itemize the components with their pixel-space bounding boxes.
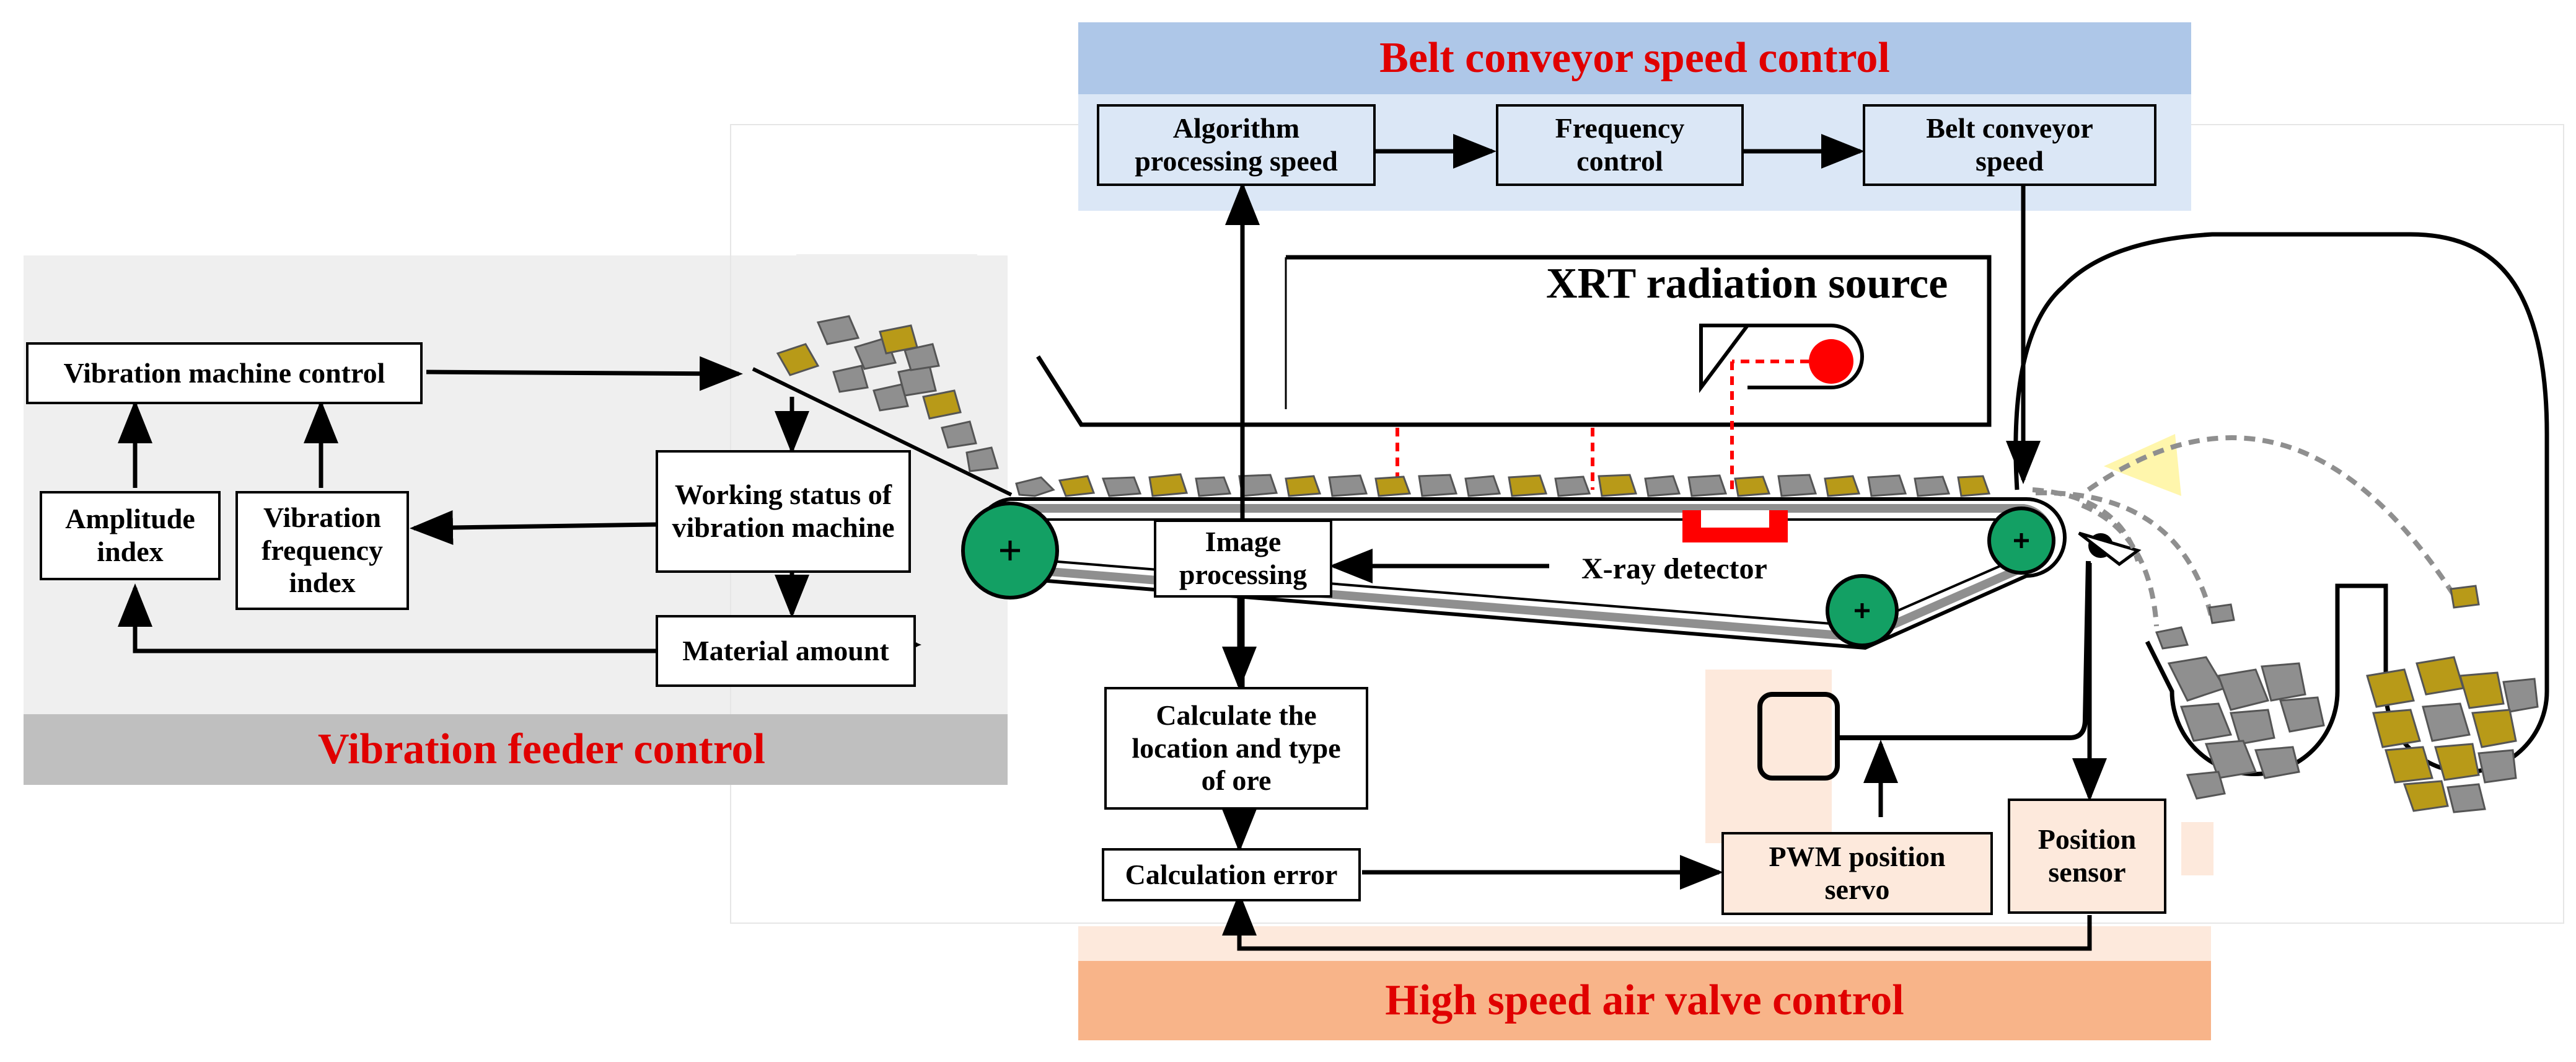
detector-icon — [1682, 510, 1788, 542]
sensor-highlight — [2181, 822, 2213, 875]
radiation-source-icon — [1699, 324, 1864, 490]
air-valve-title: High speed air valve control — [1385, 976, 1904, 1024]
algorithm-speed-box: Algorithm processing speed — [1097, 104, 1376, 186]
xrt-source-label: XRT radiation source — [1546, 260, 1948, 308]
amplitude-index-box: Amplitude index — [40, 491, 221, 580]
belt-speed-box: Belt conveyor speed — [1863, 104, 2156, 186]
servo-highlight — [1705, 670, 1832, 843]
position-sensor-box: Position sensor — [2008, 799, 2166, 914]
calculate-location-box: Calculate the location and type of ore — [1104, 687, 1368, 810]
xrt-housing — [1036, 255, 1992, 427]
roller-plus-marks — [1000, 533, 2029, 618]
servo-actuator — [1757, 560, 2091, 781]
ore-in-bins — [2155, 585, 2539, 813]
conveyor-belt — [973, 497, 2067, 650]
belt-conveyor-title-band — [1078, 22, 2191, 94]
belt-conveyor-title: Belt conveyor speed control — [1379, 34, 1890, 82]
vibration-machine-control-box: Vibration machine control — [26, 342, 423, 404]
flow-arrows — [118, 134, 2107, 951]
pwm-servo-box: PWM position servo — [1721, 832, 1993, 915]
image-processing-box: Image processing — [1154, 520, 1332, 598]
air-valve-title-band — [1078, 961, 2211, 1040]
working-status-box: Working status of vibration machine — [656, 450, 911, 573]
xray-detector-label: X-ray detector — [1581, 552, 1767, 585]
material-amount-box: Material amount — [656, 615, 916, 687]
feeder-chute — [752, 315, 1013, 497]
ore-trajectories — [2032, 435, 2456, 627]
air-valve-panel-top — [1078, 926, 2211, 961]
feeder-label-patch — [796, 254, 977, 310]
vibration-frequency-index-box: Vibration frequency index — [235, 491, 409, 610]
ore-on-belt — [1015, 473, 1991, 497]
calculation-error-box: Calculation error — [1102, 848, 1361, 901]
frequency-control-box: Frequency control — [1496, 104, 1744, 186]
vibration-feeder-title-band — [24, 714, 1008, 785]
vibration-feeder-title: Vibration feeder control — [318, 725, 765, 773]
